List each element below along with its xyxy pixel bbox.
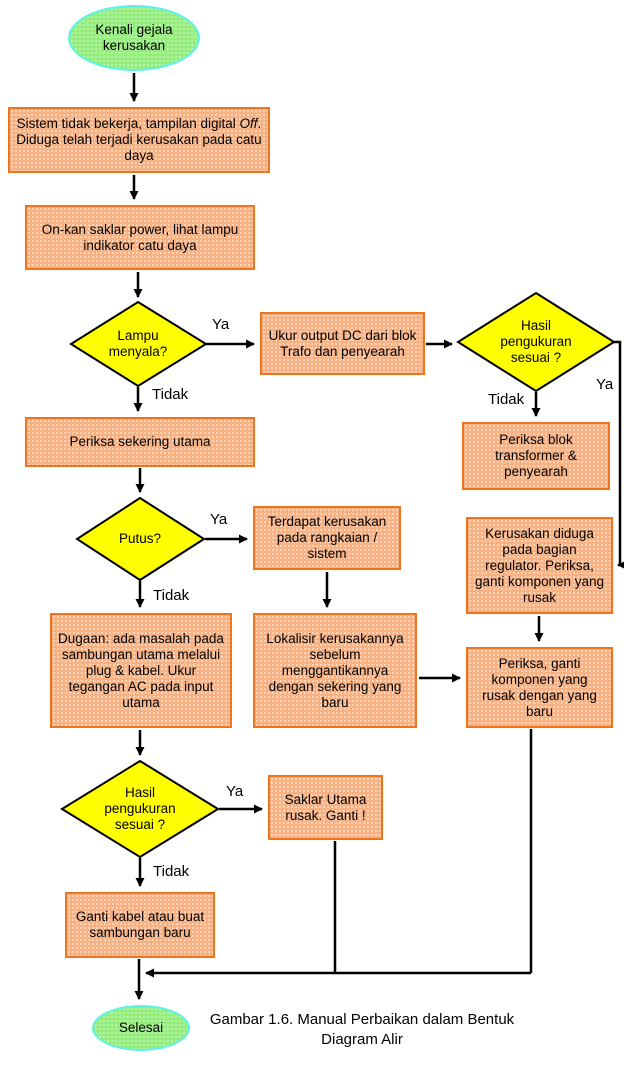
edge-label-hasil1-ya: Ya (596, 376, 614, 393)
start-terminal-label: Kenali gejala kerusakan (95, 22, 173, 53)
end-terminal-label: Selesai (118, 1020, 164, 1035)
decision-hasil2-label: Hasil pengukuran sesuai ? (104, 785, 176, 832)
process-lokalisir-label: Lokalisir kerusakannya sebelum mengganti… (266, 630, 404, 710)
process-ukur-label: Ukur output DC dari blok Trafo dan penye… (268, 327, 417, 359)
process-periksa-blok: Periksa blok transformer & penyearah (462, 422, 610, 490)
process-dugaan: Dugaan: ada masalah pada sambungan utama… (50, 613, 232, 728)
edge-label-putus-ya: Ya (210, 511, 228, 528)
process-sistem: Sistem tidak bekerja, tampilan digital O… (8, 107, 270, 173)
start-terminal: Kenali gejala kerusakan (68, 5, 200, 71)
process-saklar-label: Saklar Utama rusak. Ganti ! (284, 791, 367, 823)
process-onkan: On-kan saklar power, lihat lampu indikat… (25, 205, 255, 270)
decision-lampu-shape (69, 300, 208, 388)
decision-hasil1-label: Hasil pengukuran sesuai ? (500, 318, 572, 365)
end-terminal: Selesai (92, 1005, 190, 1051)
edge-label-hasil2-ya: Ya (226, 783, 244, 800)
process-dugaan-label: Dugaan: ada masalah pada sambungan utama… (58, 630, 224, 710)
process-ganti-kabel-label: Ganti kabel atau buat sambungan baru (75, 909, 205, 940)
edge-label-hasil1-tidak: Tidak (488, 391, 525, 408)
process-periksa-ganti: Periksa, ganti komponen yang rusak denga… (466, 647, 613, 728)
process-terdapat: Terdapat kerusakan pada rangkaian / sist… (253, 506, 401, 570)
figure-caption: Gambar 1.6. Manual Perbaikan dalam Bentu… (202, 1010, 522, 1050)
figure-caption-line1: Gambar 1.6. Manual Perbaikan dalam Bentu… (209, 1011, 515, 1028)
decision-lampu-label: Lampu menyala? (108, 328, 168, 359)
process-ukur: Ukur output DC dari blok Trafo dan penye… (260, 312, 425, 375)
process-onkan-label: On-kan saklar power, lihat lampu indikat… (41, 221, 239, 253)
edge-label-putus-tidak: Tidak (153, 587, 190, 604)
process-kerusakan-diduga-label: Kerusakan diduga pada bagian regulator. … (474, 525, 605, 605)
decision-hasil2-shape (60, 759, 220, 859)
process-periksa-blok-label: Periksa blok transformer & penyearah (495, 432, 577, 479)
figure-caption-line2: Diagram Alir (321, 1031, 403, 1048)
edge-label-lampu-ya: Ya (212, 316, 230, 333)
edge-label-hasil2-tidak: Tidak (153, 863, 190, 880)
decision-putus-shape (75, 496, 206, 582)
decision-putus-label: Putus? (118, 531, 162, 546)
process-ganti-kabel: Ganti kabel atau buat sambungan baru (65, 892, 215, 958)
process-kerusakan-diduga: Kerusakan diduga pada bagian regulator. … (466, 517, 613, 614)
process-periksa-sekering: Periksa sekering utama (25, 417, 255, 467)
process-periksa-ganti-label: Periksa, ganti komponen yang rusak denga… (482, 655, 597, 719)
process-saklar: Saklar Utama rusak. Ganti ! (268, 775, 383, 840)
process-sistem-label: Sistem tidak bekerja, tampilan digital O… (16, 116, 262, 164)
process-sistem-text-after: . Diduga telah terjadi kerusakan pada ca… (16, 116, 262, 163)
connector-hasil1-ya-to-kerusakan (614, 340, 624, 570)
process-lokalisir: Lokalisir kerusakannya sebelum mengganti… (253, 613, 417, 728)
process-periksa-sekering-label: Periksa sekering utama (69, 434, 211, 449)
decision-hasil1-shape (456, 291, 616, 393)
process-terdapat-label: Terdapat kerusakan pada rangkaian / sist… (267, 514, 387, 561)
process-sistem-text-before: Sistem tidak bekerja, tampilan digital (16, 116, 240, 131)
process-sistem-italic-word: Off (239, 116, 258, 131)
edge-label-lampu-tidak: Tidak (152, 386, 189, 403)
